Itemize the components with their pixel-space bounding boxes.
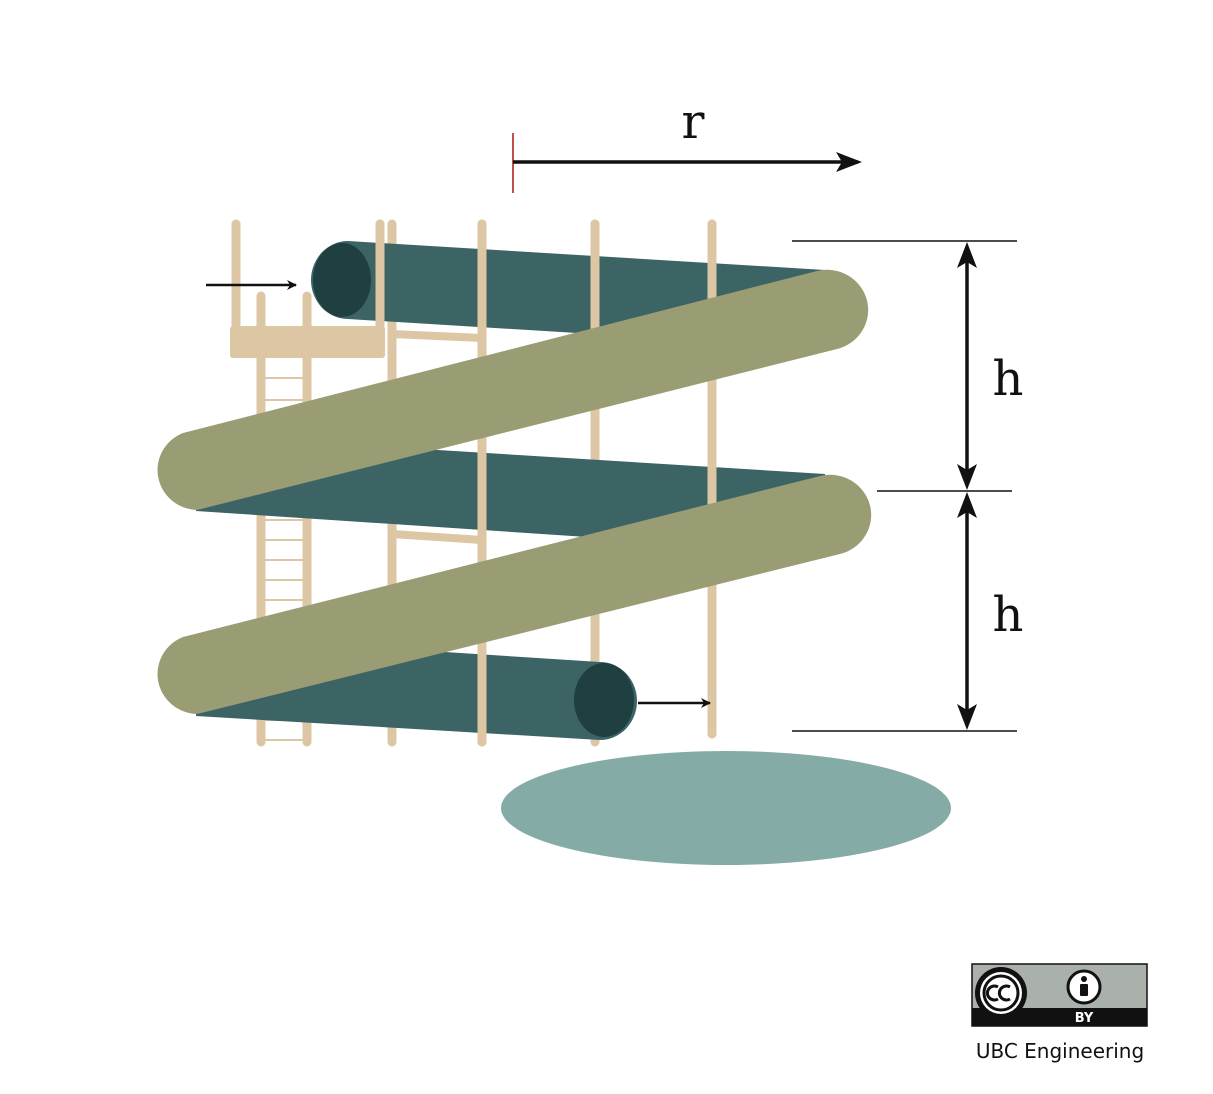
slide-front-segments	[157, 269, 872, 714]
scaffold-brace	[388, 330, 486, 342]
pitch-label-lower: h	[993, 587, 1024, 643]
slide-exit-opening	[574, 663, 634, 737]
pitch-arrowhead-lower-bottom	[957, 704, 977, 730]
pitch-label-upper: h	[993, 351, 1024, 407]
credit-text: UBC Engineering	[976, 1039, 1144, 1063]
slide-segment-front-lower	[157, 474, 872, 714]
pitch-arrowhead-upper-top	[957, 242, 977, 268]
radius-arrowhead	[836, 152, 862, 172]
pitch-arrowhead-lower-top	[957, 492, 977, 518]
slide-entry-opening	[313, 243, 371, 317]
cc-by-license-badge: BY	[971, 963, 1148, 1027]
pitch-arrowhead-upper-bottom	[957, 464, 977, 490]
license-badge-text: BY	[1075, 1011, 1094, 1026]
scaffold-brace	[388, 530, 486, 544]
slide-segment-front-upper	[157, 269, 869, 510]
splash-pool	[501, 751, 951, 865]
radius-label: r	[682, 94, 705, 150]
top-platform	[230, 326, 385, 358]
